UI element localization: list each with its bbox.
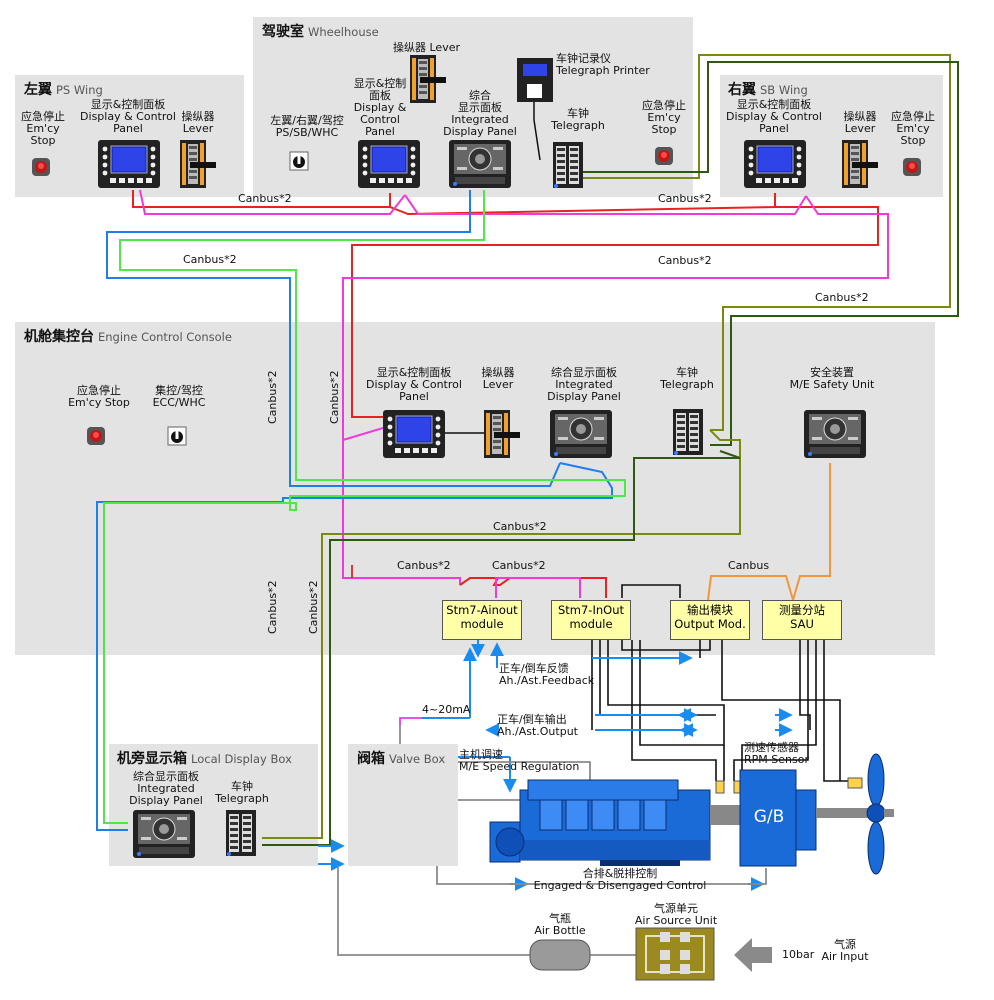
gearbox	[739, 769, 797, 867]
bar-label: 10bar	[782, 948, 815, 961]
air-bottle	[529, 939, 591, 971]
ecc-dcp	[382, 409, 446, 459]
ecc-telegraph	[673, 409, 703, 455]
sb-estop	[903, 158, 921, 176]
air-input-arrow	[734, 938, 772, 972]
ps-dcp	[97, 139, 161, 189]
local-idp	[132, 809, 196, 859]
wh-telegraph	[553, 142, 583, 188]
engine	[489, 779, 740, 866]
ecc-selector	[167, 426, 187, 446]
propeller	[866, 753, 894, 875]
ps-lever	[180, 140, 216, 188]
canbus-label: Canbus*2	[493, 520, 547, 533]
local-telegraph	[226, 810, 256, 856]
canbus-label-vertical: Canbus*2	[266, 370, 279, 424]
ecc-panel	[15, 322, 935, 655]
ma-label: 4~20mA	[422, 703, 471, 716]
ecc-estop	[87, 427, 105, 445]
ps-estop	[32, 158, 50, 176]
wh-estop	[655, 147, 673, 165]
canbus-label: Canbus*2	[492, 559, 546, 572]
ecc-lever	[484, 410, 520, 458]
wh-dcp	[357, 139, 421, 189]
wh-idp	[448, 139, 512, 189]
canbus-label: Canbus*2	[658, 254, 712, 267]
ecc-safety	[803, 409, 867, 459]
canbus-label-vertical: Canbus*2	[328, 370, 341, 424]
canbus-label-vertical: Canbus*2	[307, 580, 320, 634]
wh-lever-label: 操纵器 Lever	[393, 41, 460, 54]
whc-selector	[289, 151, 309, 171]
valve-box-panel	[348, 744, 458, 866]
canbus-label: Canbus*2	[815, 291, 869, 304]
canbus-label: Canbus*2	[658, 192, 712, 205]
canbus-label: Canbus*2	[183, 253, 237, 266]
ecc-idp	[549, 409, 613, 459]
sb-dcp	[743, 139, 807, 189]
canbus-label: Canbus	[728, 559, 770, 572]
gb-label: G/B	[753, 807, 785, 827]
canbus-label: Canbus*2	[397, 559, 451, 572]
sb-lever	[842, 140, 878, 188]
canbus-label: Canbus*2	[238, 192, 292, 205]
canbus-label-vertical: Canbus*2	[266, 580, 279, 634]
